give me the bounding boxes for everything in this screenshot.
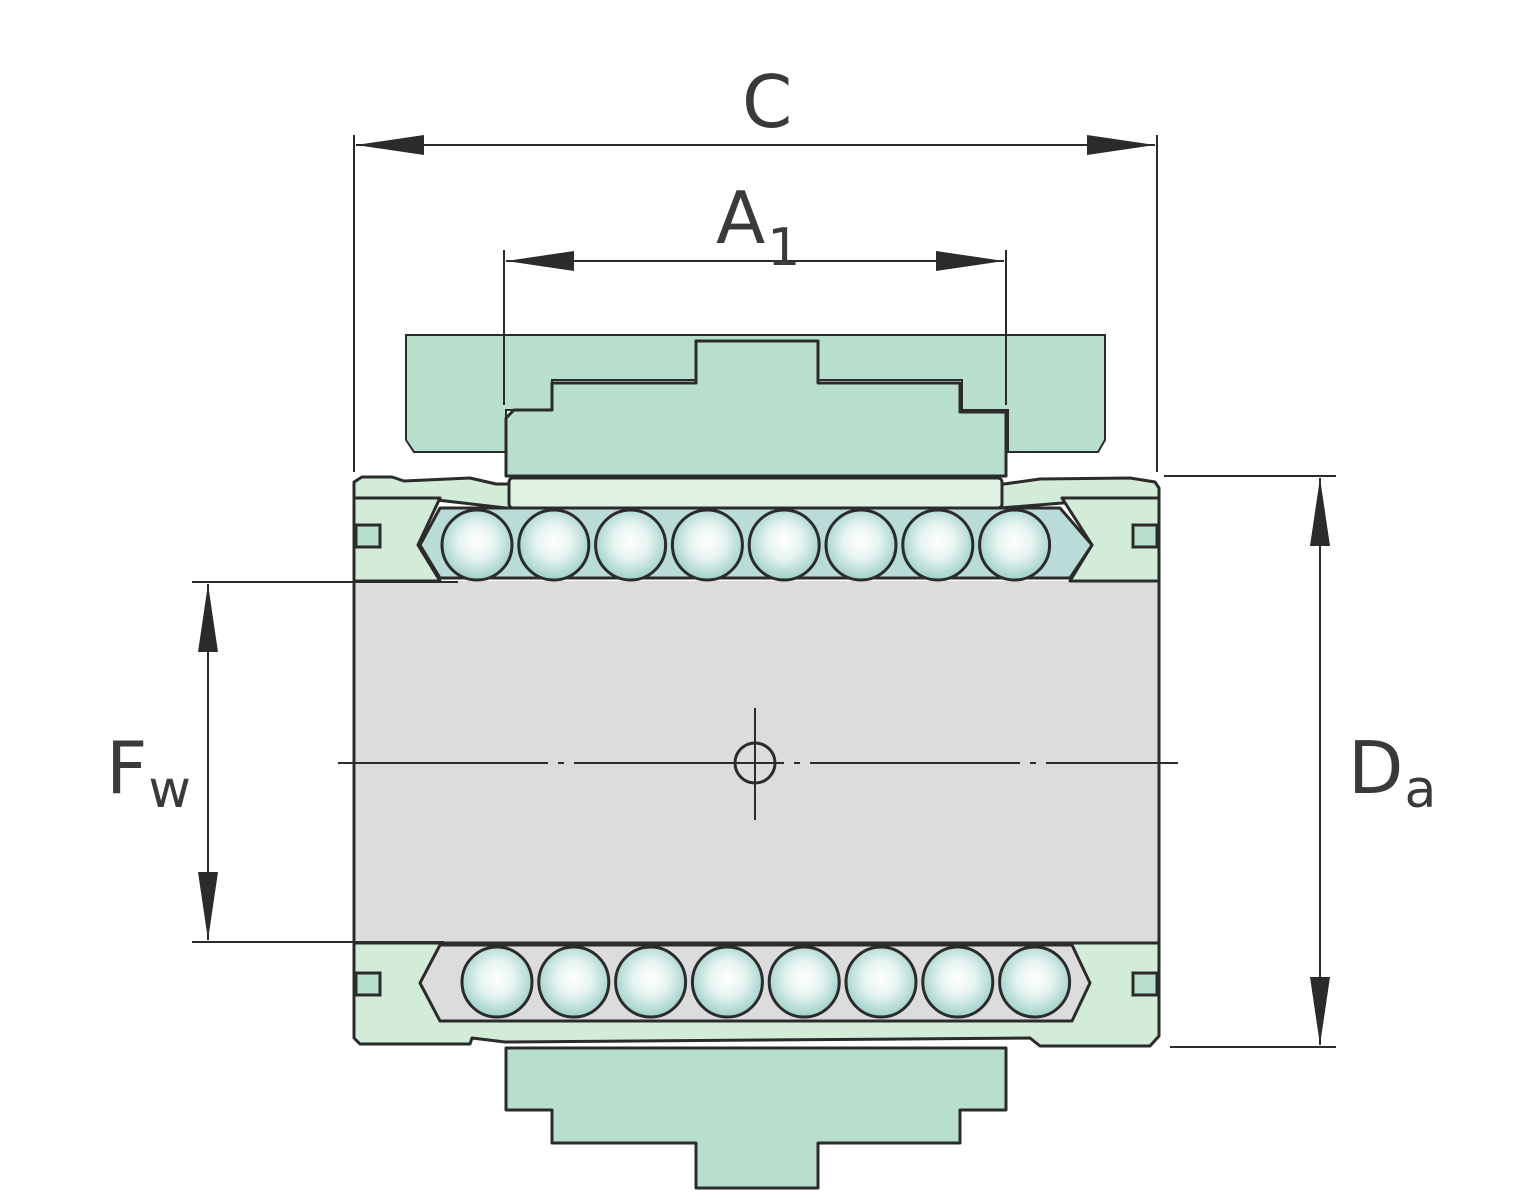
- lower-ball-4: [690, 945, 764, 1019]
- upper-ball-5: [747, 508, 821, 582]
- dim-fw-arrow-top-icon: [198, 584, 218, 652]
- dimension-label-c: C: [742, 66, 792, 138]
- dimension-label-c-main: C: [742, 60, 793, 144]
- dimension-label-a1: A1: [716, 182, 800, 274]
- upper-insert: [507, 476, 1004, 510]
- dimension-label-da: Da: [1348, 732, 1436, 816]
- upper-ball-8: [978, 508, 1052, 582]
- upper-seal-slot-right: [1131, 523, 1159, 549]
- dimension-label-da-main: D: [1348, 726, 1404, 810]
- dim-fw-arrow-bottom-icon: [198, 872, 218, 940]
- center-point-icon: [733, 741, 777, 785]
- upper-ball-3: [594, 508, 668, 582]
- lower-seal-slot-left: [354, 971, 382, 997]
- upper-end-ring-left: [352, 496, 442, 583]
- upper-ball-4: [670, 508, 744, 582]
- dim-c-arrow-left-icon: [356, 135, 424, 155]
- dimension-label-a1-sub: 1: [767, 218, 801, 278]
- upper-ball-2: [517, 508, 591, 582]
- dim-c-arrow-right-icon: [1087, 135, 1155, 155]
- lower-ball-7: [921, 945, 995, 1019]
- upper-ball-row: [440, 508, 1052, 582]
- dim-a1-arrow-left-icon: [506, 251, 574, 271]
- lower-ball-8: [998, 945, 1072, 1019]
- upper-ball-7: [901, 508, 975, 582]
- dimension-label-fw: Fw: [106, 732, 191, 816]
- upper-seal-slot-left: [354, 523, 382, 549]
- lower-flange: [504, 1046, 1008, 1190]
- lower-ball-1: [460, 945, 534, 1019]
- dimension-label-da-sub: a: [1404, 760, 1437, 820]
- lower-ball-3: [614, 945, 688, 1019]
- lower-ball-6: [844, 945, 918, 1019]
- dimension-label-fw-main: F: [106, 726, 148, 810]
- dimension-label-a1-main: A: [716, 176, 766, 260]
- dim-a1-arrow-right-icon: [936, 251, 1004, 271]
- upper-flange: [504, 339, 1008, 478]
- lower-ball-row: [460, 945, 1072, 1019]
- dim-da-arrow-top-icon: [1310, 478, 1330, 546]
- upper-ball-1: [440, 508, 514, 582]
- lower-seal-slot-right: [1131, 971, 1159, 997]
- lower-ball-2: [537, 945, 611, 1019]
- upper-ball-6: [824, 508, 898, 582]
- lower-ball-5: [767, 945, 841, 1019]
- dimension-label-fw-sub: w: [148, 760, 191, 820]
- dim-da-arrow-bottom-icon: [1310, 977, 1330, 1045]
